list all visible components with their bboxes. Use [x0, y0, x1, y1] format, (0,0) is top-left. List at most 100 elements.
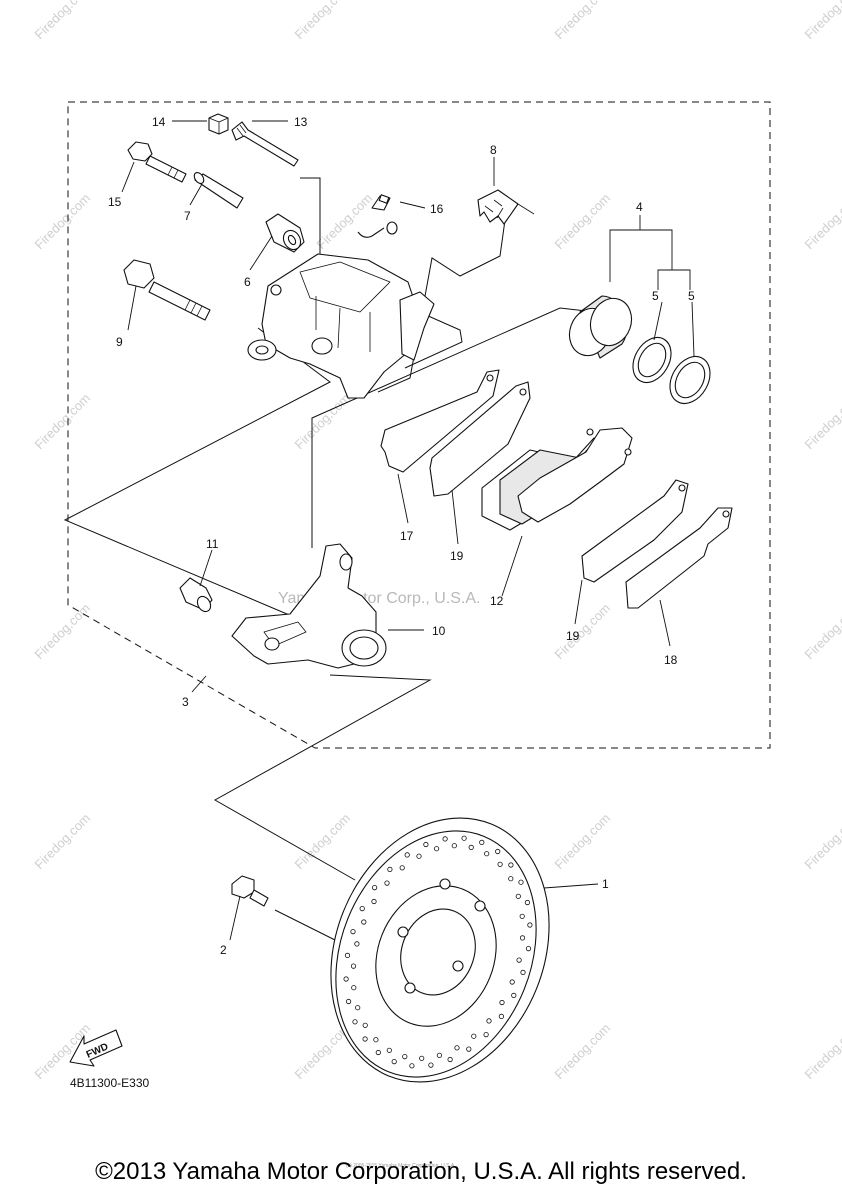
disc-hole	[519, 935, 526, 941]
disc-hole	[362, 1036, 368, 1042]
disc-hole	[384, 880, 390, 886]
disc-hole	[419, 1055, 425, 1061]
disc-hole	[447, 1056, 453, 1063]
callout-8: 8	[490, 143, 497, 157]
callout-3: 3	[182, 695, 189, 709]
part-5-seal	[632, 336, 672, 384]
disc-hole	[524, 899, 531, 906]
disc-hole	[350, 963, 357, 969]
watermark: Firedog.com	[802, 0, 842, 42]
disc-hole	[451, 843, 457, 849]
callout-5a: 5	[652, 289, 659, 303]
disc-hole	[509, 979, 515, 985]
callout-13: 13	[294, 115, 308, 129]
disc-hole	[387, 866, 393, 873]
disc-hole	[518, 879, 524, 885]
watermark: Firedog.com	[552, 0, 614, 42]
disc-hole	[508, 862, 514, 868]
disc-hole	[486, 1018, 492, 1024]
part-8-spring-clip	[477, 189, 535, 225]
part-14-cap	[208, 113, 229, 135]
disc-hole	[484, 851, 490, 857]
callout-12: 12	[490, 594, 504, 608]
callout-15: 15	[108, 195, 122, 209]
part-13-pin	[231, 121, 299, 167]
disc-hole	[344, 952, 351, 959]
callout-numbers: 14 13 8 15 16 4 7 6 5 5 9 17 11 19 12 10…	[108, 115, 695, 957]
disc-hole	[373, 1037, 379, 1043]
disc-hole	[479, 839, 485, 846]
callout-19a: 19	[450, 549, 464, 563]
disc-hole	[515, 893, 521, 899]
part-15-bolt	[127, 141, 187, 183]
leader-lines	[121, 120, 695, 941]
copyright-notice: ©2013 Yamaha Motor Corporation, U.S.A. A…	[95, 1158, 747, 1185]
disc-hole	[516, 957, 522, 963]
disc-hole	[345, 998, 352, 1005]
callout-19b: 19	[566, 629, 580, 643]
watermark: Firedog.com	[552, 600, 614, 662]
disc-hole	[354, 941, 360, 947]
watermark: Firedog.com	[292, 810, 354, 872]
disc-hole	[499, 999, 505, 1006]
callout-2: 2	[220, 943, 227, 957]
callout-4: 4	[636, 200, 643, 214]
part-7-slide-pin	[193, 172, 244, 209]
disc-hole	[352, 1019, 358, 1025]
disc-hole	[386, 1047, 392, 1053]
disc-hole	[433, 846, 440, 852]
disc-hole	[399, 865, 405, 871]
disc-holes	[343, 835, 533, 1069]
watermark: Firedog.com	[292, 0, 354, 42]
disc-hole	[371, 898, 377, 905]
part-6-boot	[265, 213, 305, 253]
part-4-piston	[568, 295, 633, 359]
disc-hole	[527, 922, 533, 928]
part-4-bracket	[609, 215, 691, 290]
fwd-arrow-icon	[69, 1029, 123, 1067]
callout-16: 16	[430, 202, 444, 216]
callout-11: 11	[206, 537, 219, 551]
disc-hole	[361, 919, 367, 925]
watermark: Firedog.com	[32, 0, 94, 42]
part-18-pad-shim	[625, 507, 733, 609]
diagram-code: 4B11300-E330	[70, 1076, 150, 1090]
part-19-brake-pad	[429, 381, 531, 497]
callout-5b: 5	[688, 289, 695, 303]
disc-hole	[468, 844, 474, 851]
disc-hole	[511, 992, 517, 999]
callout-10: 10	[432, 624, 446, 638]
watermark: Firedog.com	[802, 810, 842, 872]
watermark: Firedog.com	[802, 1020, 842, 1082]
disc-hole	[371, 884, 378, 891]
disc-hole	[525, 945, 532, 952]
part-12-pad-set	[481, 427, 633, 531]
disc-hole	[508, 876, 514, 882]
watermark: Firedog.com	[314, 190, 376, 252]
watermark: Firedog.com	[292, 390, 354, 452]
callout-1: 1	[602, 877, 609, 891]
disc-hole	[461, 835, 467, 841]
disc-hole	[454, 1045, 460, 1051]
part-10-caliper-bracket	[231, 543, 387, 669]
part-19-brake-pad	[581, 479, 689, 583]
disc-hole	[495, 848, 501, 855]
callout-7: 7	[184, 209, 191, 223]
part-5-seal	[669, 356, 711, 404]
disc-hole	[442, 836, 448, 842]
watermark: Firedog.com	[802, 600, 842, 662]
part-9-bolt	[123, 259, 211, 321]
disc-hole	[391, 1059, 397, 1065]
disc-hole	[343, 976, 349, 982]
callout-18: 18	[664, 653, 678, 667]
disc-hole	[483, 1032, 489, 1038]
part-16-bleed-screw	[357, 194, 398, 238]
disc-hole	[404, 852, 410, 858]
disc-hole	[351, 985, 357, 991]
watermark: Firedog.com	[32, 810, 94, 872]
watermark: Firedog.com	[552, 810, 614, 872]
disc-hole	[359, 905, 365, 912]
watermark: Firedog.com	[32, 390, 94, 452]
disc-hole	[498, 1013, 504, 1020]
